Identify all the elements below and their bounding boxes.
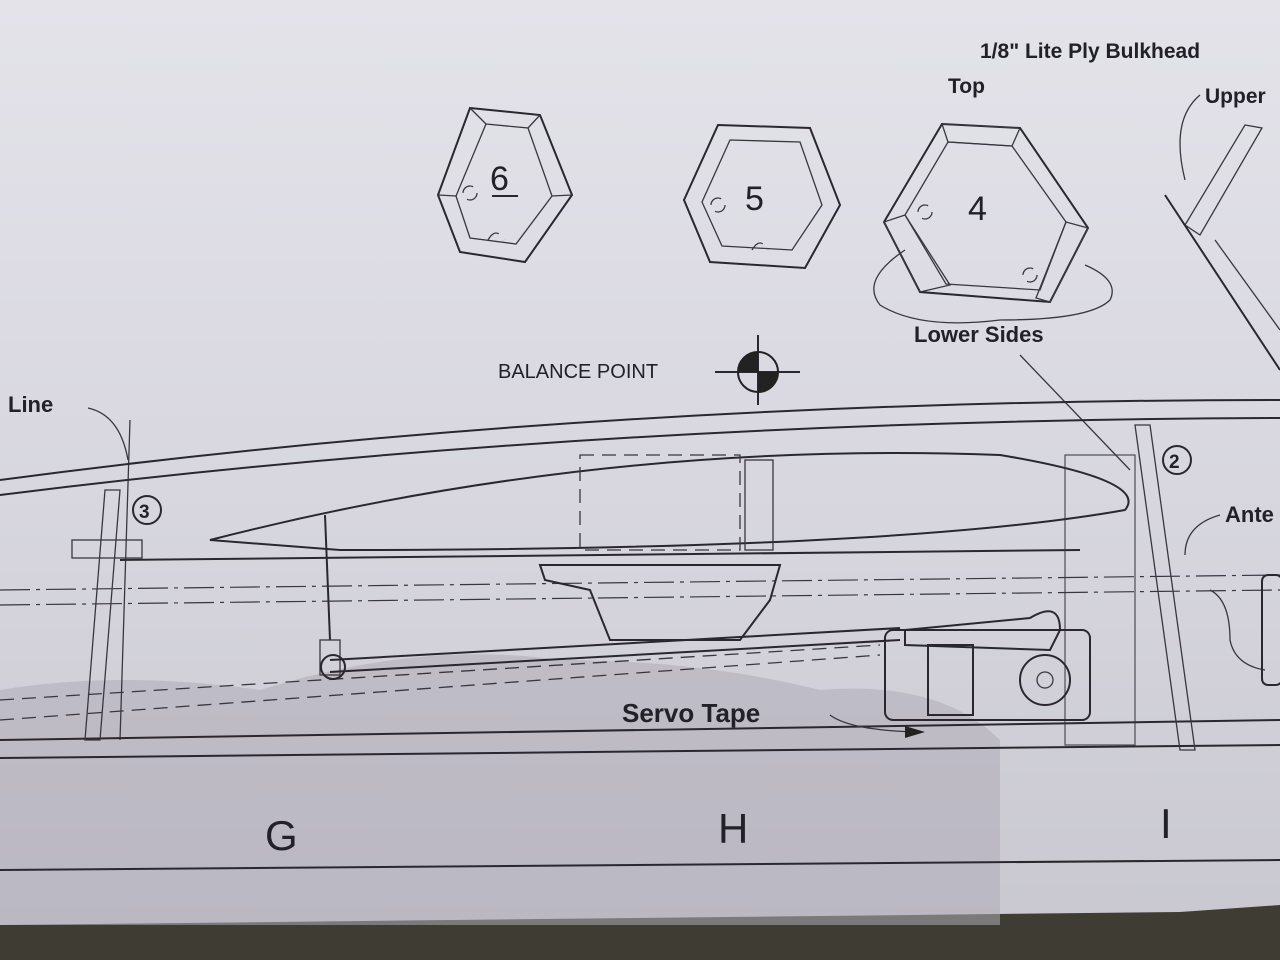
bulkhead-number-4: 4 <box>968 190 987 228</box>
grid-letter-h: H <box>718 805 748 852</box>
fuselage-side-view: Line 3 2 Ante <box>0 392 1280 759</box>
balance-point-label: BALANCE POINT <box>498 361 658 383</box>
line-label: Line <box>8 392 53 417</box>
bulkhead-5: 5 <box>682 123 842 270</box>
grid-letter-i: I <box>1160 800 1172 847</box>
station-3-label: 3 <box>139 502 150 523</box>
bulkhead-note: 1/8" Lite Ply Bulkhead <box>980 40 1200 63</box>
bulkhead-4: Top 4 Lower Sides <box>873 75 1131 471</box>
top-label: Top <box>948 75 985 98</box>
grid-letter-g: G <box>265 812 298 859</box>
grid-baseline <box>0 859 1280 871</box>
station-2-label: 2 <box>1169 452 1180 473</box>
servo-tape-label: Servo Tape <box>622 698 760 728</box>
upper-label: Upper <box>1205 85 1266 108</box>
hand-shadow <box>0 654 1000 925</box>
bulkhead-number-5: 5 <box>745 180 764 218</box>
balance-point-icon <box>715 335 800 405</box>
bulkhead-number-6: 6 <box>490 160 509 198</box>
bulkhead-6: 6 <box>436 106 574 264</box>
lower-sides-label: Lower Sides <box>914 322 1044 347</box>
bulkhead-upper: Upper <box>1164 85 1280 371</box>
antenna-label: Ante <box>1225 502 1274 527</box>
